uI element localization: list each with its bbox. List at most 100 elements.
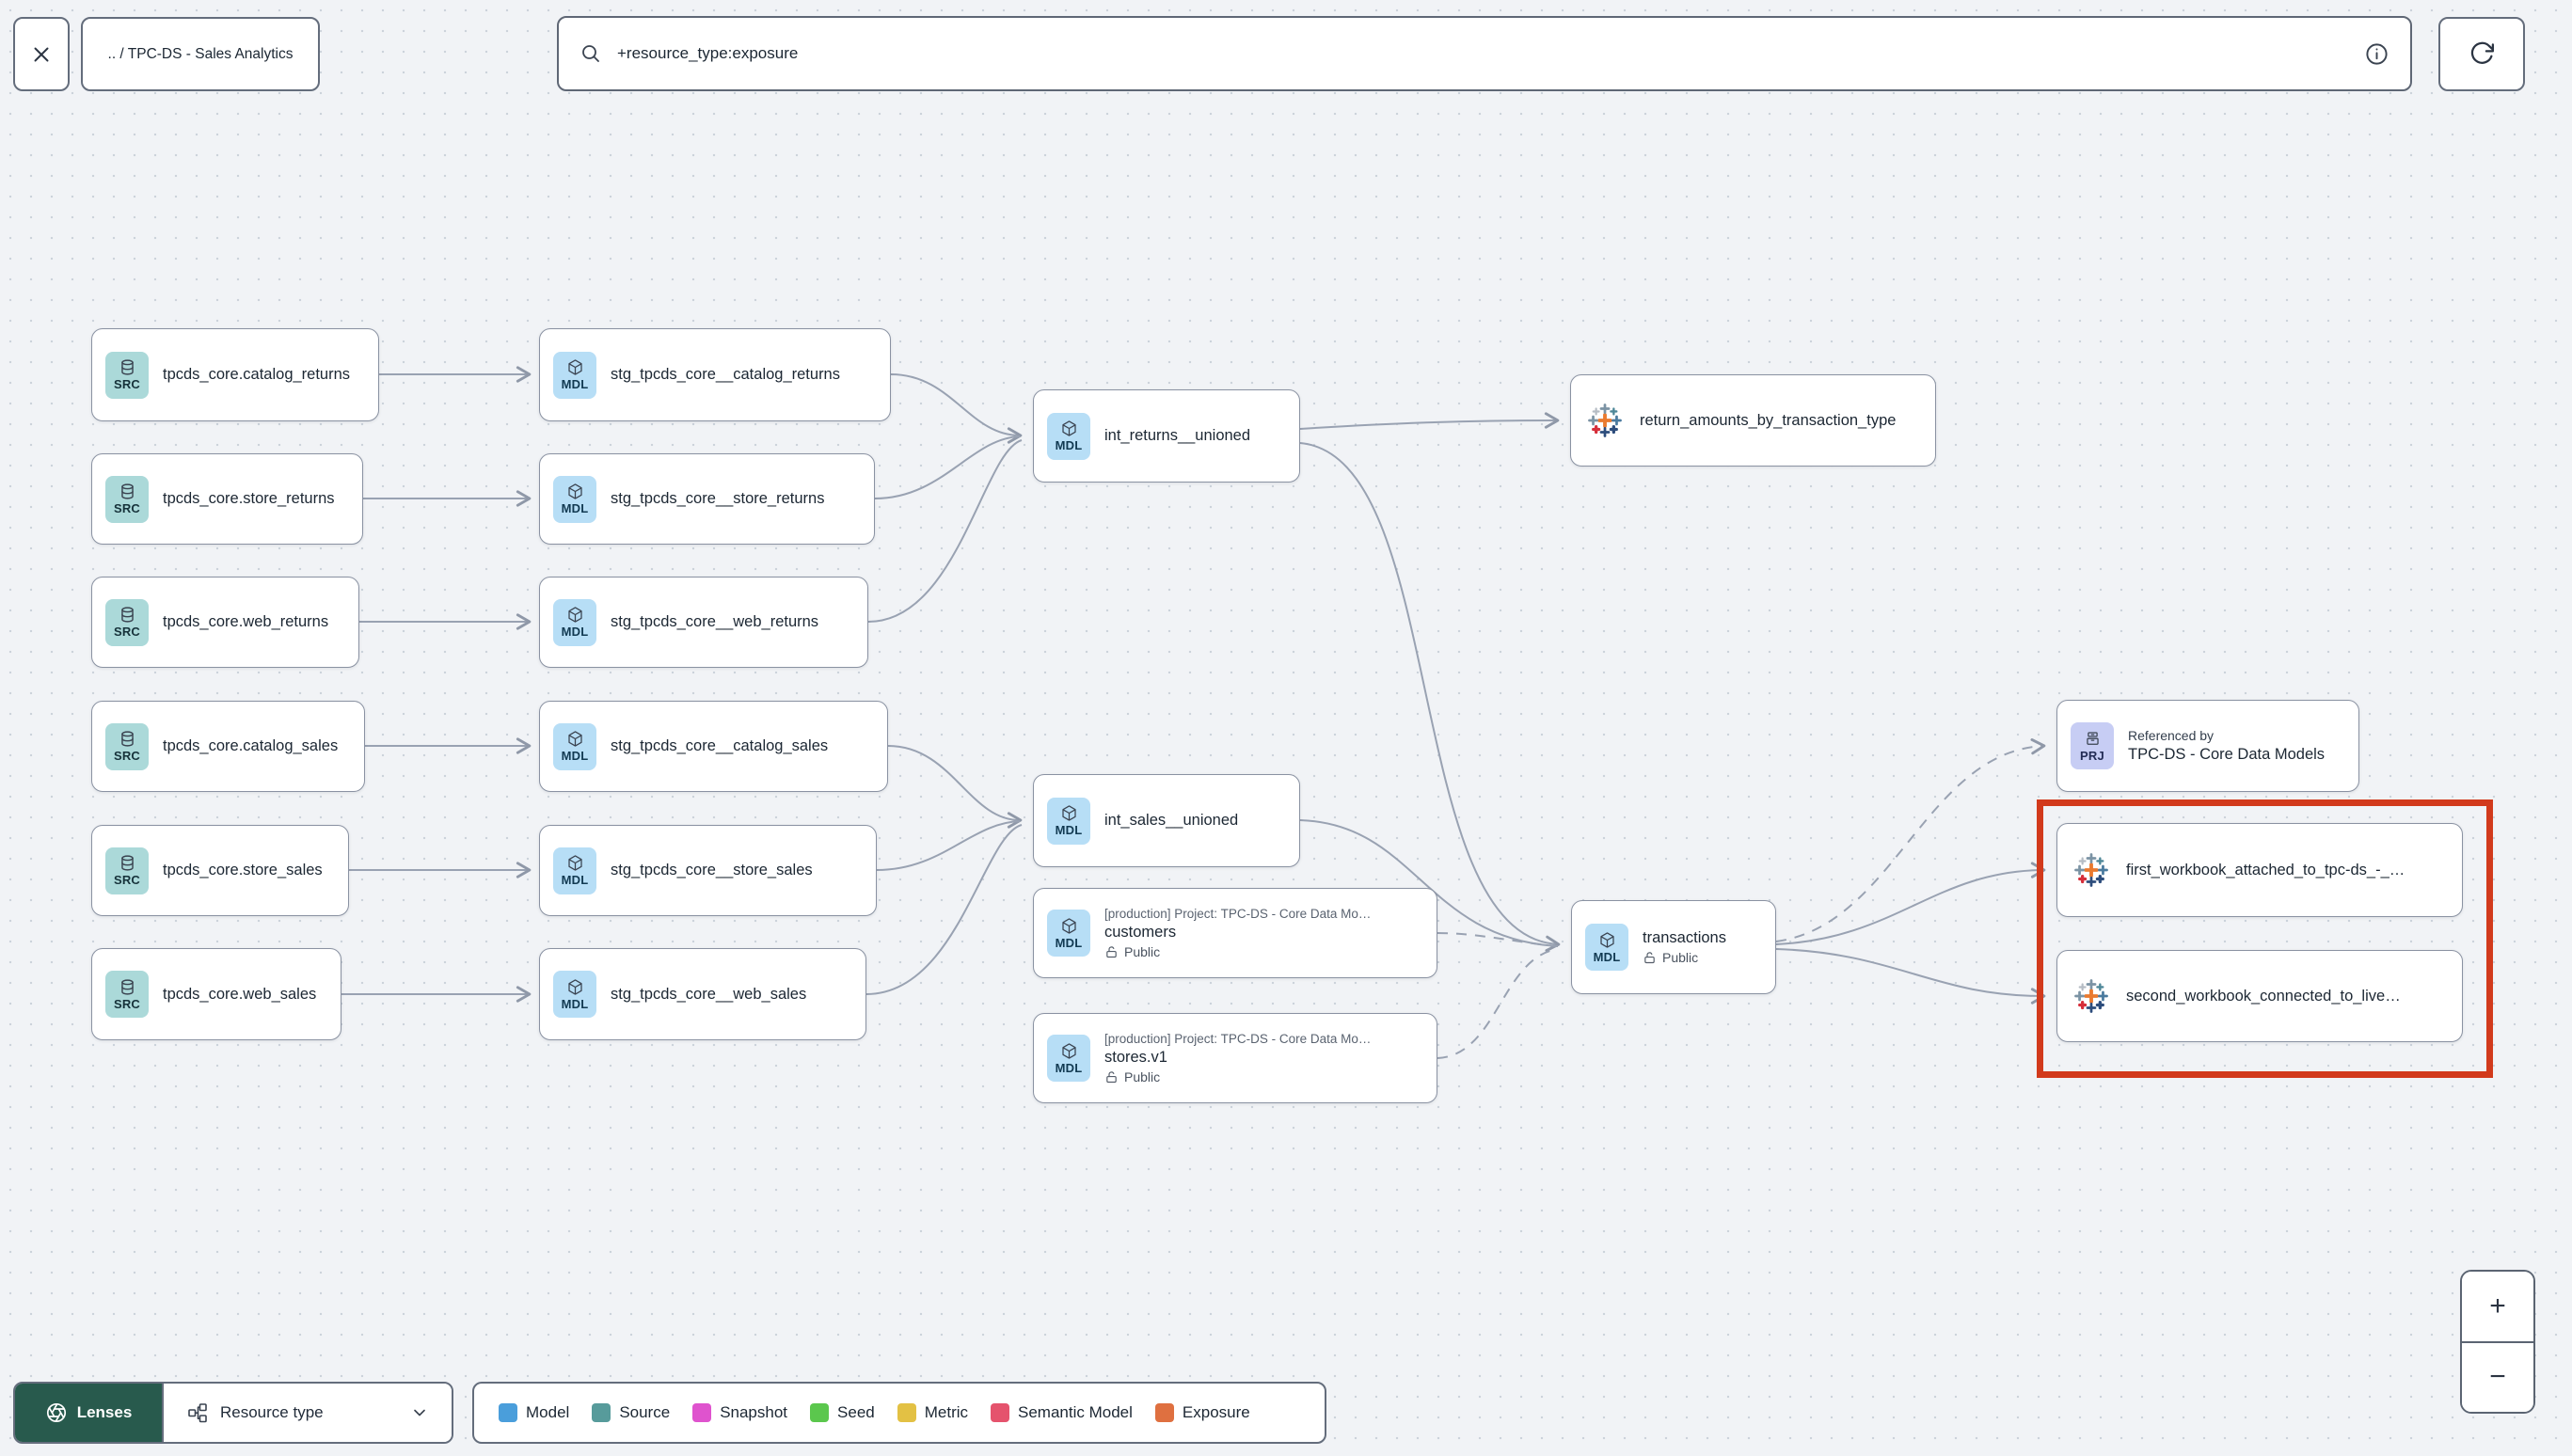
node-label: stores.v1 [1104, 1049, 1167, 1066]
cube-icon [567, 731, 582, 747]
graph-node-model-transactions[interactable]: MDL transactions Public [1571, 900, 1776, 994]
legend-item-semantic-model: Semantic Model [991, 1403, 1133, 1422]
referenced-by-kicker: Referenced by [2128, 728, 2215, 743]
graph-node-model-customers[interactable]: MDL [production] Project: TPC-DS - Core … [1033, 888, 1437, 978]
node-label: first_workbook_attached_to_tpc-ds_-_… [2126, 861, 2405, 878]
graph-node-model-int-sales-unioned[interactable]: MDL int_sales__unioned [1033, 774, 1300, 867]
breadcrumb[interactable]: .. / TPC-DS - Sales Analytics [81, 17, 320, 91]
node-label: tpcds_core.store_returns [163, 490, 335, 507]
search-bar[interactable] [557, 16, 2412, 91]
node-label: stg_tpcds_core__catalog_returns [611, 366, 840, 383]
cube-icon [1061, 420, 1076, 436]
lenses-control: Lenses Resource type [13, 1382, 453, 1444]
graph-node-exposure-return-amounts[interactable]: return_amounts_by_transaction_type [1570, 374, 1936, 467]
graph-node-source-web-sales[interactable]: SRC tpcds_core.web_sales [91, 948, 341, 1040]
node-label: return_amounts_by_transaction_type [1640, 411, 1897, 429]
graph-node-source-catalog-returns[interactable]: SRC tpcds_core.catalog_returns [91, 328, 379, 421]
resource-type-dropdown[interactable]: Resource type [162, 1384, 452, 1442]
node-label: int_returns__unioned [1104, 427, 1251, 444]
graph-node-exposure-first-workbook[interactable]: first_workbook_attached_to_tpc-ds_-_… [2056, 823, 2463, 917]
graph-node-source-store-sales[interactable]: SRC tpcds_core.store_sales [91, 825, 349, 916]
edge [1775, 948, 2046, 1005]
source-badge: SRC [105, 722, 149, 770]
graph-node-exposure-second-workbook[interactable]: second_workbook_connected_to_live… [2056, 950, 2463, 1042]
node-visibility: Public [1643, 950, 1726, 965]
cube-icon [567, 978, 582, 995]
model-badge: MDL [553, 722, 596, 770]
node-label: customers [1104, 924, 1177, 941]
node-label: stg_tpcds_core__web_sales [611, 985, 807, 1003]
model-badge: MDL [553, 475, 596, 523]
close-button[interactable] [13, 17, 70, 91]
close-icon [34, 47, 49, 61]
model-badge: MDL [553, 598, 596, 646]
node-label: tpcds_core.catalog_returns [163, 366, 351, 383]
graph-node-model-stg-store-sales[interactable]: MDL stg_tpcds_core__store_sales [539, 825, 877, 916]
model-badge: MDL [553, 847, 596, 894]
canvas-zoom-controls: + − [2460, 1270, 2535, 1414]
search-input[interactable] [615, 43, 2351, 64]
model-badge: MDL [553, 351, 596, 399]
model-badge: MDL [1585, 924, 1628, 971]
database-icon [120, 978, 134, 995]
model-color-swatch [499, 1403, 517, 1422]
edge [867, 439, 1023, 623]
graph-node-source-catalog-sales[interactable]: SRC tpcds_core.catalog_sales [91, 701, 365, 792]
exposure-color-swatch [1154, 1403, 1174, 1422]
model-badge: MDL [1047, 412, 1090, 460]
node-visibility: Public [1104, 944, 1371, 959]
graph-node-model-stores-v1[interactable]: MDL [production] Project: TPC-DS - Core … [1033, 1013, 1437, 1103]
cube-icon [567, 483, 582, 499]
snapshot-color-swatch [692, 1403, 712, 1422]
graph-node-source-web-returns[interactable]: SRC tpcds_core.web_returns [91, 577, 359, 668]
node-label: stg_tpcds_core__catalog_sales [611, 737, 829, 754]
graph-node-model-stg-catalog-sales[interactable]: MDL stg_tpcds_core__catalog_sales [539, 701, 888, 792]
node-visibility: Public [1104, 1069, 1371, 1084]
node-label: stg_tpcds_core__store_sales [611, 862, 813, 878]
graph-node-project-referenced-by[interactable]: PRJ Referenced by TPC-DS - Core Data Mod… [2056, 700, 2359, 792]
aperture-icon [46, 1402, 66, 1423]
zoom-in-button[interactable]: + [2462, 1272, 2533, 1341]
legend-item-source: Source [592, 1403, 670, 1422]
node-label: tpcds_core.web_returns [163, 613, 329, 630]
source-badge: SRC [105, 847, 149, 894]
lenses-button[interactable]: Lenses [15, 1384, 162, 1442]
cube-icon [1061, 917, 1076, 934]
resource-type-legend: Model Source Snapshot Seed Metric Semant… [472, 1382, 1326, 1444]
refresh-button[interactable] [2438, 17, 2525, 91]
edge [865, 824, 1023, 995]
graph-node-model-stg-web-sales[interactable]: MDL stg_tpcds_core__web_sales [539, 948, 866, 1040]
node-label: tpcds_core.web_sales [163, 985, 317, 1003]
database-icon [120, 855, 134, 871]
model-badge: MDL [1047, 1035, 1090, 1082]
unlock-icon [1106, 945, 1117, 957]
graph-node-model-stg-web-returns[interactable]: MDL stg_tpcds_core__web_returns [539, 577, 868, 668]
search-icon [582, 45, 599, 62]
edge [887, 745, 1023, 829]
metric-color-swatch [897, 1403, 916, 1422]
edge [1437, 948, 1559, 1059]
node-label: stg_tpcds_core__web_returns [611, 613, 819, 630]
model-badge: MDL [1047, 910, 1090, 957]
node-project-line: [production] Project: TPC-DS - Core Data… [1104, 1032, 1372, 1046]
graph-node-model-stg-catalog-returns[interactable]: MDL stg_tpcds_core__catalog_returns [539, 328, 891, 421]
refresh-icon [2470, 41, 2494, 64]
node-label: stg_tpcds_core__store_returns [611, 490, 825, 507]
graph-node-source-store-returns[interactable]: SRC tpcds_core.store_returns [91, 453, 363, 545]
zoom-out-button[interactable]: − [2462, 1340, 2533, 1412]
database-icon [120, 359, 134, 375]
project-archive-icon [2086, 731, 2099, 745]
edge [1437, 932, 1559, 947]
database-icon [120, 607, 134, 623]
semantic-model-color-swatch [991, 1403, 1010, 1422]
graph-node-model-stg-store-returns[interactable]: MDL stg_tpcds_core__store_returns [539, 453, 875, 545]
info-icon[interactable] [2364, 41, 2389, 67]
plus-icon: + [2489, 1290, 2506, 1321]
model-badge: MDL [1047, 797, 1090, 845]
graph-node-model-int-returns-unioned[interactable]: MDL int_returns__unioned [1033, 389, 1300, 483]
node-label: transactions [1643, 929, 1726, 946]
node-label: TPC-DS - Core Data Models [2128, 746, 2326, 763]
tableau-workbook-icon [2074, 853, 2108, 887]
